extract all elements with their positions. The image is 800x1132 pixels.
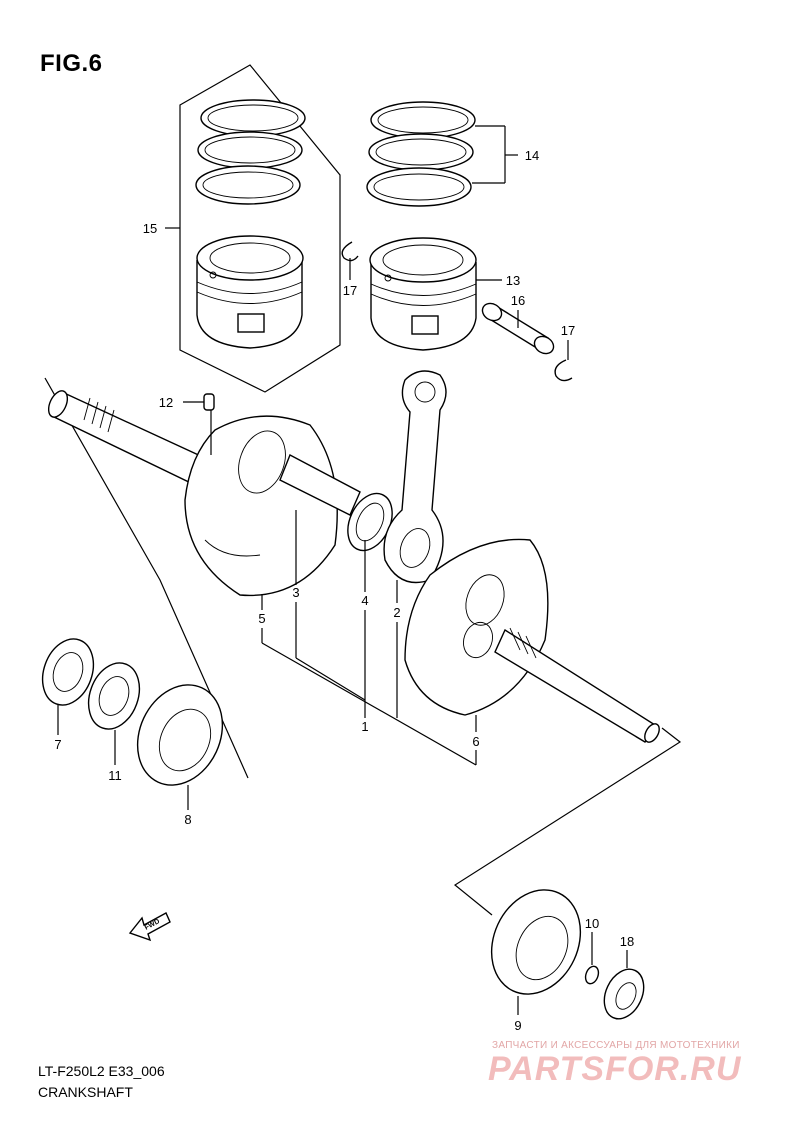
figure-name: CRANKSHAFT xyxy=(38,1084,133,1100)
circlip-lower xyxy=(554,359,573,382)
leader-lines xyxy=(57,125,628,1015)
callout-4: 4 xyxy=(361,593,368,608)
callout-14: 14 xyxy=(525,148,539,163)
circlip-small xyxy=(584,965,600,985)
oil-seal xyxy=(603,968,645,1020)
piston-rings-left xyxy=(195,99,306,205)
watermark-logo: PARTSFOR.RU xyxy=(488,1050,742,1088)
timing-gear xyxy=(87,662,141,730)
dowel-pin xyxy=(203,393,215,411)
callout-5: 5 xyxy=(258,611,265,626)
right-bearing-leader xyxy=(453,727,682,916)
crankshaft-right-shaft xyxy=(494,627,660,743)
callout-6: 6 xyxy=(472,734,479,749)
callout-1: 1 xyxy=(361,719,368,734)
callout-13: 13 xyxy=(506,273,520,288)
callout-17-lower: 17 xyxy=(561,323,575,338)
crank-web-right xyxy=(404,538,549,716)
bearing-right-main xyxy=(490,889,582,995)
callout-3: 3 xyxy=(292,585,299,600)
piston-rings-right xyxy=(366,101,476,207)
bearing-small xyxy=(41,638,95,706)
circlip-upper xyxy=(341,241,359,262)
bearing-left-main xyxy=(136,684,224,786)
figure-title: FIG.6 xyxy=(40,50,103,77)
crank-pin xyxy=(279,454,361,516)
callout-labels: 1 2 3 4 5 6 7 8 9 10 11 12 13 14 15 16 1… xyxy=(54,148,634,1033)
piston-left xyxy=(196,235,304,349)
callout-9: 9 xyxy=(514,1018,521,1033)
callout-2: 2 xyxy=(393,605,400,620)
callout-16: 16 xyxy=(511,293,525,308)
callout-7: 7 xyxy=(54,737,61,752)
callout-15: 15 xyxy=(143,221,157,236)
piston-pin xyxy=(481,302,555,355)
crankshaft-left-shaft xyxy=(47,390,206,486)
fwd-arrow-icon: FWD xyxy=(128,912,171,942)
callout-8: 8 xyxy=(184,812,191,827)
callout-17-upper: 17 xyxy=(343,283,357,298)
callout-12: 12 xyxy=(159,395,173,410)
crank-web-left xyxy=(184,415,338,597)
connecting-rod xyxy=(383,370,447,584)
callout-10: 10 xyxy=(585,916,599,931)
figure-code: LT-F250L2 E33_006 xyxy=(38,1063,165,1079)
piston-right xyxy=(369,237,477,351)
watermark-tagline: ЗАПЧАСТИ И АКСЕССУАРЫ ДЛЯ МОТОТЕХНИКИ xyxy=(492,1040,740,1051)
callout-11: 11 xyxy=(108,768,122,783)
callout-18: 18 xyxy=(620,934,634,949)
piston-kit-frame xyxy=(179,64,341,393)
